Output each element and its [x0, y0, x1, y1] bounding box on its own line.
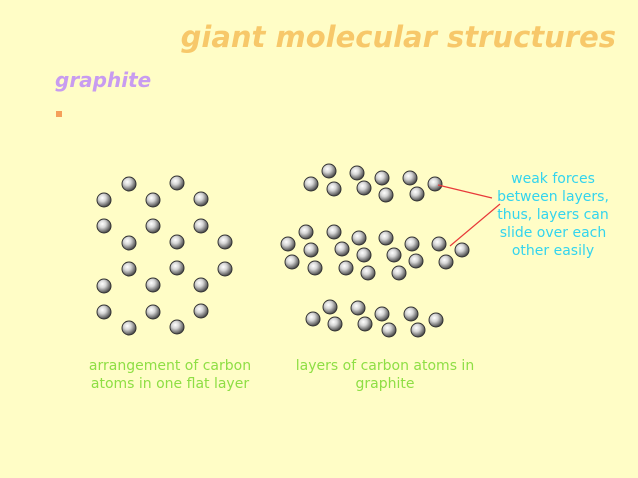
carbon-atom	[322, 299, 338, 315]
carbon-atom	[169, 260, 185, 276]
carbon-atom	[351, 230, 367, 246]
carbon-atom	[356, 180, 372, 196]
carbon-atom	[378, 230, 394, 246]
pointer-line-top	[437, 184, 493, 199]
carbon-atom	[378, 187, 394, 203]
carbon-atom	[381, 322, 397, 338]
carbon-atom	[305, 311, 321, 327]
bullet-marker	[56, 111, 62, 117]
carbon-atom	[374, 170, 390, 186]
flat-layer-caption: arrangement of carbon atoms in one flat …	[88, 358, 252, 392]
carbon-atom	[357, 316, 373, 332]
slide-title: giant molecular structures	[180, 20, 616, 54]
carbon-atom	[338, 260, 354, 276]
carbon-atom	[404, 236, 420, 252]
carbon-atom	[145, 218, 161, 234]
carbon-atom	[96, 192, 112, 208]
carbon-atom	[386, 247, 402, 263]
carbon-atom	[431, 236, 447, 252]
carbon-atom	[326, 181, 342, 197]
carbon-atom	[193, 303, 209, 319]
carbon-atom	[403, 306, 419, 322]
carbon-atom	[145, 304, 161, 320]
flat-layer-atoms	[96, 175, 233, 336]
carbon-atom	[350, 300, 366, 316]
carbon-atom	[284, 254, 300, 270]
carbon-atom	[327, 316, 343, 332]
carbon-atom	[321, 163, 337, 179]
carbon-atom	[169, 175, 185, 191]
carbon-atom	[454, 242, 470, 258]
carbon-atom	[303, 176, 319, 192]
carbon-atom	[96, 218, 112, 234]
carbon-atom	[374, 306, 390, 322]
carbon-atom	[96, 278, 112, 294]
stacked-layers-atoms	[280, 163, 470, 338]
pointer-line-bottom	[449, 203, 501, 247]
carbon-atom	[169, 319, 185, 335]
slide-subtitle: graphite	[55, 68, 152, 92]
carbon-atom	[145, 192, 161, 208]
carbon-atom	[360, 265, 376, 281]
carbon-atom	[356, 247, 372, 263]
layers-caption: layers of carbon atoms in graphite	[295, 358, 475, 392]
carbon-atom	[427, 176, 443, 192]
carbon-atom	[334, 241, 350, 257]
carbon-atom	[193, 191, 209, 207]
carbon-atom	[410, 322, 426, 338]
carbon-atom	[409, 186, 425, 202]
carbon-atom	[428, 312, 444, 328]
carbon-atom	[349, 165, 365, 181]
carbon-atom	[391, 265, 407, 281]
carbon-atom	[96, 304, 112, 320]
carbon-atom	[193, 218, 209, 234]
carbon-atom	[121, 176, 137, 192]
carbon-atom	[217, 234, 233, 250]
carbon-atom	[121, 261, 137, 277]
carbon-atom	[408, 253, 424, 269]
carbon-atom	[121, 235, 137, 251]
carbon-atom	[326, 224, 342, 240]
carbon-atom	[193, 277, 209, 293]
carbon-atom	[303, 242, 319, 258]
carbon-atom	[280, 236, 296, 252]
carbon-atom	[438, 254, 454, 270]
carbon-atom	[121, 320, 137, 336]
carbon-atom	[402, 170, 418, 186]
carbon-atom	[217, 261, 233, 277]
weak-forces-note: weak forces between layers, thus, layers…	[497, 171, 609, 259]
carbon-atom	[307, 260, 323, 276]
carbon-atom	[145, 277, 161, 293]
carbon-atom	[169, 234, 185, 250]
carbon-atom	[298, 224, 314, 240]
